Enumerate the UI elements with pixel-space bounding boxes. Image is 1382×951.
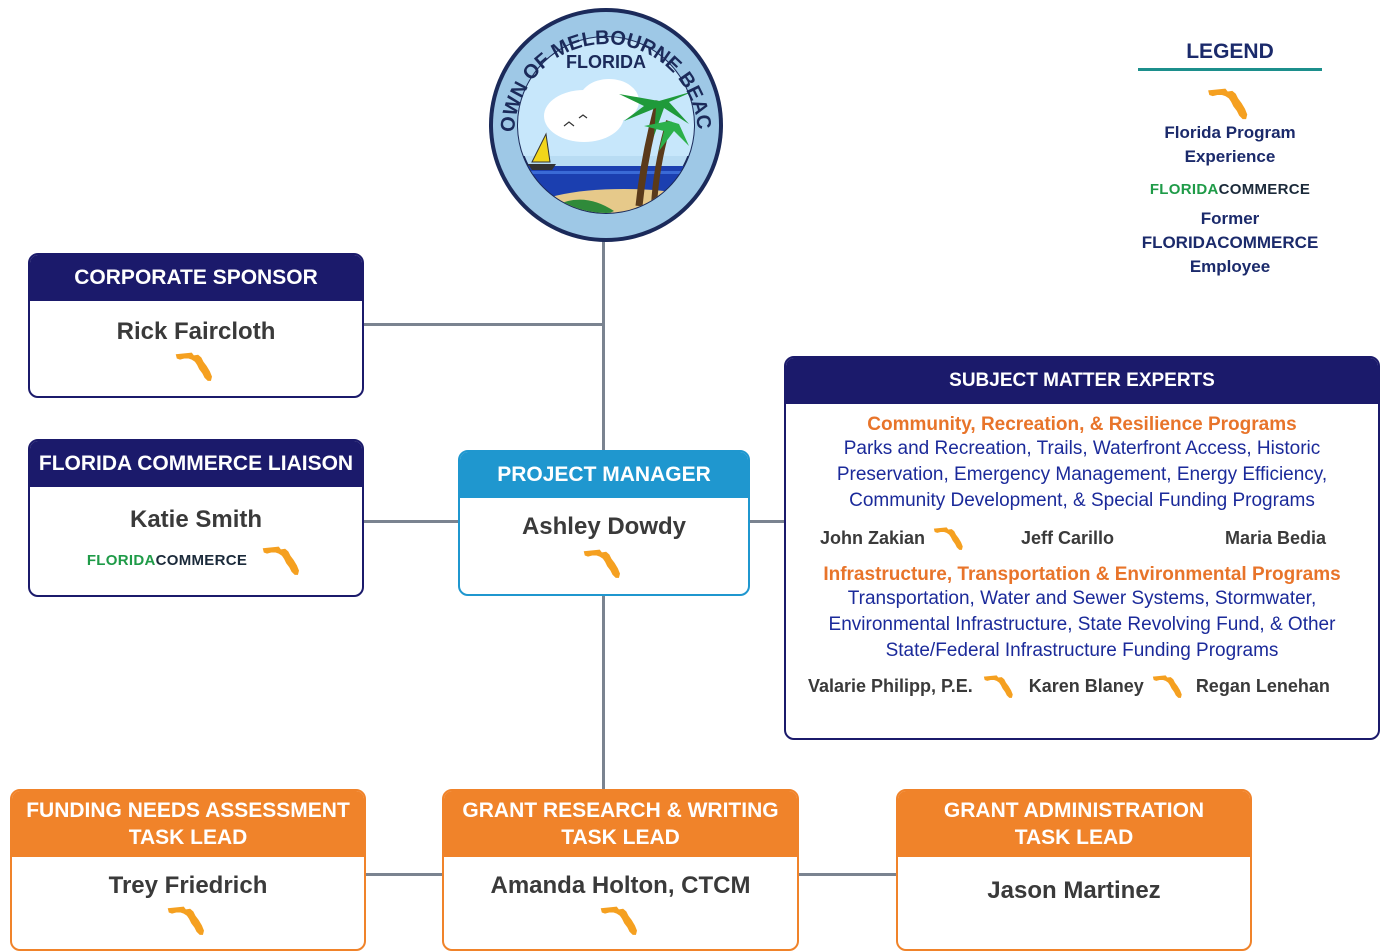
legend: LEGEND Florida Program Experience FLORID… <box>1138 40 1322 279</box>
florida-experience-icon <box>582 547 626 579</box>
connector-task-left <box>364 873 444 876</box>
connector-sponsor <box>362 323 604 326</box>
task-lead-name: Amanda Holton, CTCM <box>490 872 751 899</box>
task-lead-name: Jason Martinez <box>987 877 1161 904</box>
corporate-sponsor-name: Rick Faircloth <box>116 317 276 345</box>
project-manager-name: Ashley Dowdy <box>521 513 687 540</box>
connector-liaison <box>362 520 460 523</box>
town-seal-logo: TOWN OF MELBOURNE BEACH FLORIDA <box>484 6 723 242</box>
sme-person: Regan Lenehan <box>1195 675 1330 696</box>
connector-task-right <box>797 873 898 876</box>
seal-bottom-text: FLORIDA <box>566 52 646 72</box>
liaison-box: FLORIDA COMMERCE LIAISON Katie Smith FLO… <box>28 439 364 597</box>
project-manager-box: PROJECT MANAGER Ashley Dowdy <box>458 450 750 596</box>
florida-experience-icon <box>1152 673 1186 699</box>
sme-title: SUBJECT MATTER EXPERTS <box>786 358 1378 404</box>
connector-seal-to-pm <box>602 240 605 452</box>
legend-floridacommerce-logo: FLORIDACOMMERCE <box>1149 181 1311 199</box>
florida-experience-icon <box>166 904 210 936</box>
connector-sme <box>748 520 786 523</box>
florida-experience-icon <box>599 904 643 936</box>
florida-experience-icon <box>261 544 305 576</box>
sme-group1-heading: Community, Recreation, & Resilience Prog… <box>867 414 1297 435</box>
liaison-name: Katie Smith <box>129 506 263 533</box>
sme-group2-heading: Infrastructure, Transportation & Environ… <box>823 564 1341 585</box>
sme-person: John Zakian <box>820 527 926 548</box>
corporate-sponsor-title: CORPORATE SPONSOR <box>30 255 362 301</box>
legend-floridacommerce-label: Former FLORIDACOMMERCE Employee <box>1141 209 1319 276</box>
florida-experience-icon <box>174 350 218 382</box>
sme-person: Jeff Carillo <box>1021 527 1115 548</box>
project-manager-title: PROJECT MANAGER <box>460 452 748 498</box>
sme-group2-description: Transportation, Water and Sewer Systems,… <box>828 588 1336 661</box>
florida-experience-icon <box>933 525 967 551</box>
liaison-title: FLORIDA COMMERCE LIAISON <box>30 441 362 487</box>
sme-person: Valarie Philipp, P.E. <box>808 675 973 696</box>
connector-pm-to-tasks <box>602 594 605 790</box>
sme-person: Maria Bedia <box>1224 527 1326 548</box>
florida-experience-icon <box>983 673 1017 699</box>
corporate-sponsor-box: CORPORATE SPONSOR Rick Faircloth <box>28 253 364 398</box>
subject-matter-experts-box: SUBJECT MATTER EXPERTS Community, Recrea… <box>784 356 1380 740</box>
task-lead-name: Trey Friedrich <box>108 872 268 899</box>
sme-person: Karen Blaney <box>1028 675 1144 696</box>
legend-florida-label: Florida Program Experience <box>1164 123 1296 166</box>
legend-title: LEGEND <box>1138 40 1322 71</box>
sme-group1-description: Parks and Recreation, Trails, Waterfront… <box>836 438 1328 511</box>
legend-florida-icon <box>1138 85 1322 121</box>
floridacommerce-logo: FLORIDACOMMERCE <box>86 551 248 569</box>
